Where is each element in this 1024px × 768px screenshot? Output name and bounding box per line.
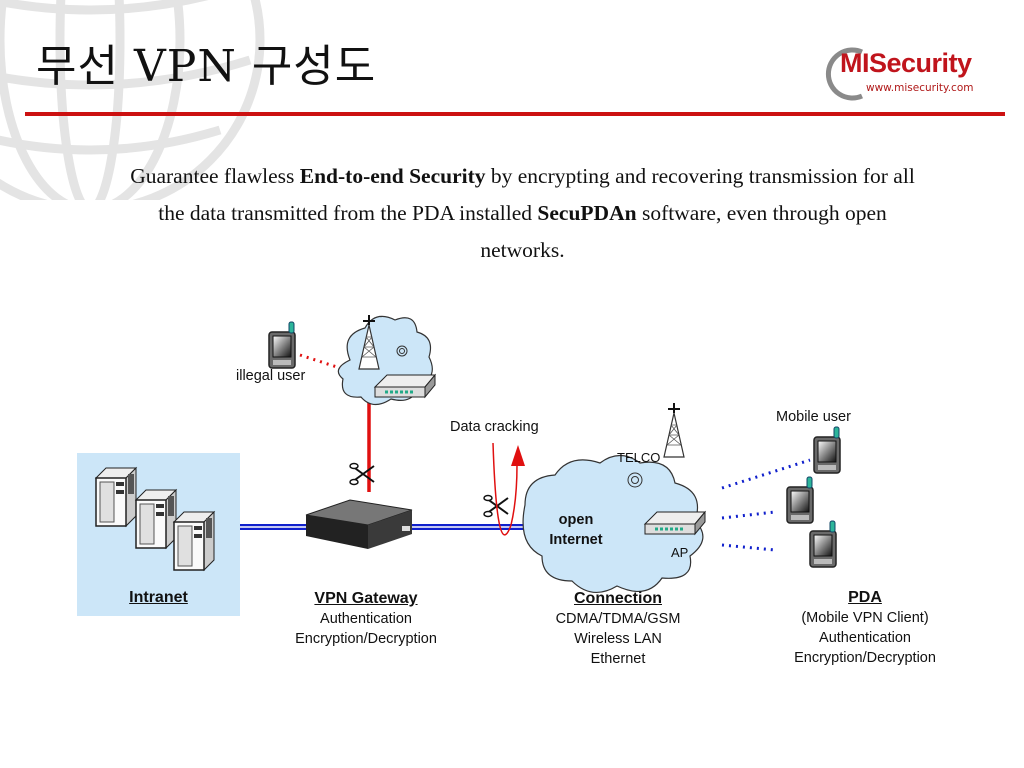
vpn-gateway-caption: VPN Gateway Authentication Encryption/De… — [266, 589, 466, 649]
server-icon — [135, 489, 177, 549]
title-divider — [25, 112, 1005, 116]
telco-tower-icon — [663, 402, 685, 458]
mobile-user-label: Mobile user — [776, 409, 851, 425]
intranet-label: Intranet — [129, 589, 188, 606]
illegal-router-icon — [373, 373, 437, 399]
globe-watermark — [0, 0, 265, 200]
intro-text-3: software, even through open networks. — [480, 201, 887, 262]
mobile-pda-icon — [786, 476, 814, 524]
mobile-links — [721, 458, 811, 552]
slide-title: 무선 VPN 구성도 — [36, 41, 377, 92]
illegal-link — [299, 353, 341, 370]
server-icon — [95, 467, 137, 527]
logo-arc-icon — [825, 47, 863, 101]
vpn-gateway-device — [305, 499, 413, 549]
telco-label: TELCO — [617, 450, 661, 465]
illegal-cloud — [337, 314, 437, 406]
intro-paragraph: Guarantee flawless End-to-end Security b… — [120, 158, 925, 269]
caption-line: Ethernet — [590, 651, 646, 667]
intro-text-2: by encrypting and recovering transmissio… — [158, 164, 915, 225]
caption-line: (Mobile VPN Client) — [801, 610, 929, 626]
caption-line: Encryption/Decryption — [794, 650, 936, 666]
mobile-pda-icon — [809, 520, 837, 568]
open-internet-label: open Internet — [536, 510, 616, 550]
caption-line: Authentication — [819, 630, 911, 646]
logo-url: www.misecurity.com — [866, 82, 974, 94]
caption-line: Encryption/Decryption — [295, 631, 437, 647]
caption-line: Wireless LAN — [574, 631, 662, 647]
open-internet-line2: Internet — [549, 532, 603, 548]
ap-label: AP — [671, 545, 689, 560]
data-cracking-path — [492, 442, 518, 536]
data-cracking-arrow-icon — [511, 445, 525, 466]
data-cracking-label: Data cracking — [450, 419, 539, 435]
mobile-pda-icon — [813, 426, 841, 474]
pda-title: PDA — [848, 589, 882, 606]
logo-brand: MISecurity — [840, 48, 972, 78]
intro-bold-2: SecuPDAn — [537, 201, 637, 225]
intro-bold-1: End-to-end Security — [299, 164, 486, 188]
open-internet-cloud — [522, 402, 707, 593]
connection-title: Connection — [574, 590, 662, 607]
caption-line: CDMA/TDMA/GSM — [555, 611, 681, 627]
misecurity-logo: MISecurity www.misecurity.com — [822, 44, 992, 104]
illegal-user-label: illegal user — [236, 368, 306, 384]
connection-caption: Connection CDMA/TDMA/GSM Wireless LAN Et… — [518, 589, 718, 669]
vpn-gateway-title: VPN Gateway — [314, 590, 418, 607]
access-point-icon — [643, 510, 707, 536]
open-internet-line1: open — [558, 512, 594, 528]
pda-caption: PDA (Mobile VPN Client) Authentication E… — [765, 588, 965, 668]
intro-text-1: Guarantee flawless — [130, 164, 300, 188]
caption-line: Authentication — [320, 611, 412, 627]
server-icon — [173, 511, 215, 571]
illegal-pda-icon — [268, 321, 296, 369]
